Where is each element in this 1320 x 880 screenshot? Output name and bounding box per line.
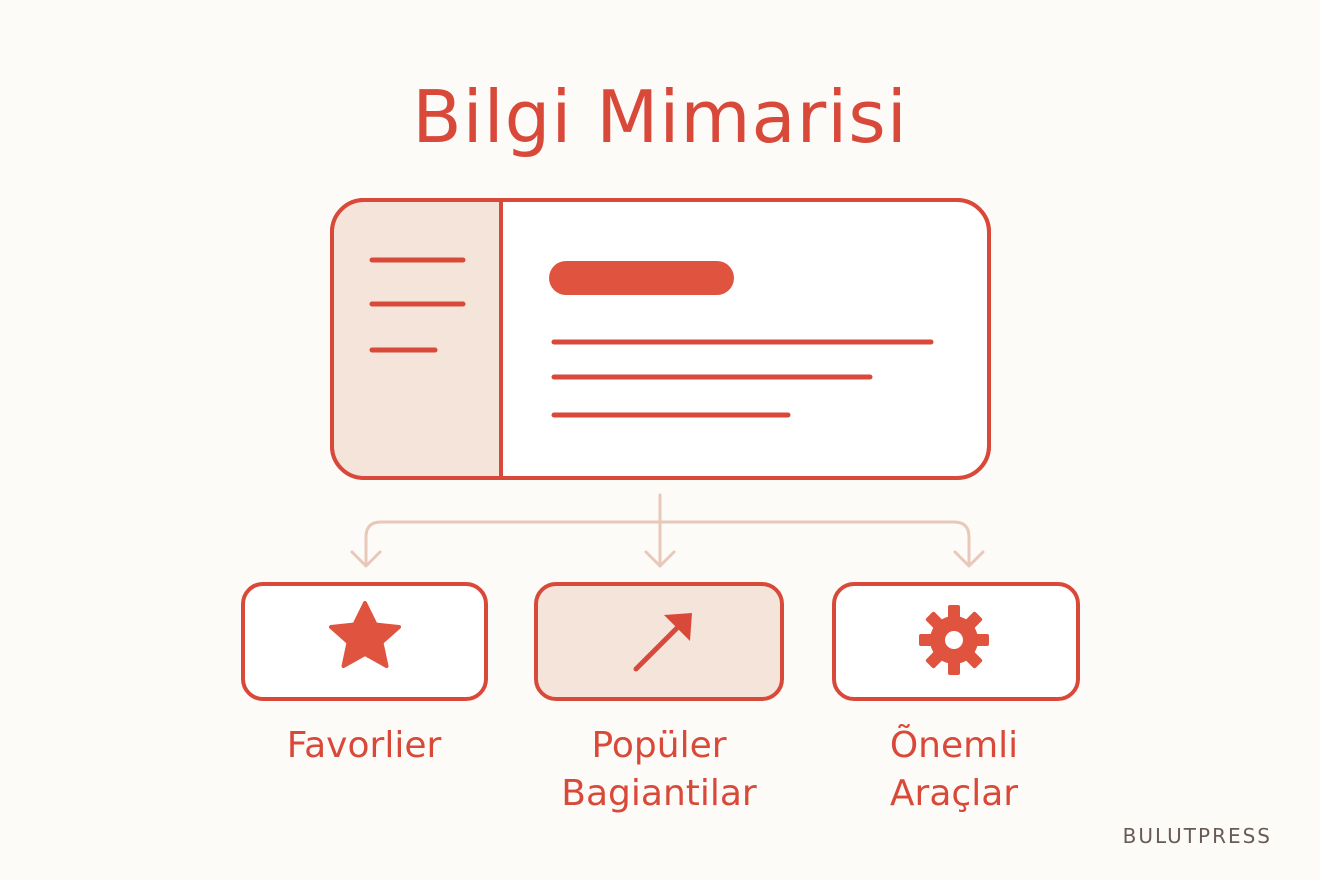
connectors [350, 493, 985, 568]
gear-icon [919, 605, 989, 675]
popular-links-card [534, 582, 784, 701]
arrow-up-right-icon [633, 613, 692, 672]
arrowhead-left [350, 550, 382, 568]
content-heading-bar [549, 261, 734, 295]
star-icon [329, 601, 401, 668]
important-tools-label: Õnemli Araçlar [889, 725, 1019, 814]
page-mockup [330, 198, 991, 480]
favorites-label: Favorlier [286, 725, 442, 766]
important-tools-card [832, 582, 1080, 701]
diagram-title: Bilgi Mimarisi [412, 75, 908, 159]
mockup-sidebar [334, 202, 501, 476]
arrowhead-center [644, 550, 676, 568]
arrowhead-right [953, 550, 985, 568]
brand-watermark: BULUTPRESS [1122, 824, 1272, 848]
popular-links-label: Popüler Bagiantilar [561, 725, 757, 814]
connector-branch [364, 520, 971, 565]
favorites-card [241, 582, 488, 701]
